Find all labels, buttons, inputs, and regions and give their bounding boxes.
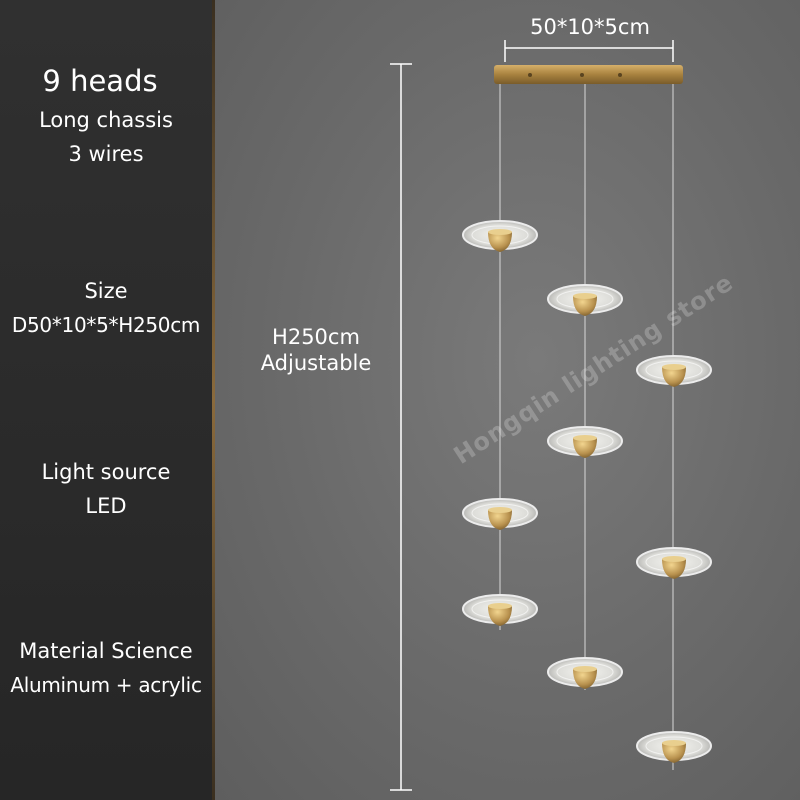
height-adjustable-note: Adjustable <box>260 351 372 375</box>
size-value: D50*10*5*H250cm <box>11 313 201 337</box>
canopy-dimension-line <box>504 40 674 62</box>
material-value: Aluminum + acrylic <box>10 673 202 697</box>
wire-count: 3 wires <box>68 142 144 166</box>
height-dimension-label: H250cm <box>272 325 360 349</box>
canopy-dimension-label: 50*10*5cm <box>530 15 650 39</box>
material-label: Material Science <box>19 639 193 663</box>
lamp-photo-area <box>215 0 800 800</box>
size-label: Size <box>84 279 128 303</box>
heads-count: 9 heads <box>42 64 158 98</box>
light-source-value: LED <box>85 494 127 518</box>
light-source-label: Light source <box>41 460 171 484</box>
chassis-type: Long chassis <box>39 108 173 132</box>
spec-panel <box>0 0 212 800</box>
gold-divider <box>212 0 215 800</box>
height-dimension-line <box>390 63 412 791</box>
suspension-wires <box>499 84 674 770</box>
canopy-bar <box>494 65 683 84</box>
